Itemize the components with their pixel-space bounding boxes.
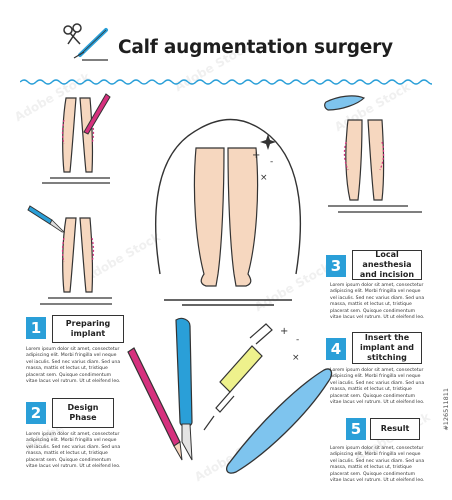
step-3-label: Local anesthesia and incision (352, 250, 422, 280)
step-4-number: 4 (326, 338, 346, 360)
step-2-description: Lorem ipsum dolor sit amet, consectetur … (26, 432, 121, 470)
legs-implant-illustration (324, 95, 422, 213)
step-2-number: 2 (26, 402, 46, 424)
stock-id: #126511811 (442, 388, 450, 431)
step-4-description: Lorem ipsum dolor sit amet, consectetur … (330, 368, 425, 406)
svg-text:×: × (292, 353, 300, 363)
step-3-number: 3 (326, 255, 346, 277)
svg-text:-: - (296, 335, 299, 345)
page-title: Calf augmentation surgery (118, 37, 393, 58)
svg-text:+: + (280, 326, 288, 337)
legs-marking-illustration (42, 93, 111, 184)
svg-text:+: + (252, 150, 260, 161)
step-1-label: Preparing implant (52, 315, 124, 343)
step-2-label: Design Phase (52, 398, 114, 428)
step-3-description: Lorem ipsum dolor sit amet, consectetur … (330, 283, 425, 321)
step-5-description: Lorem ipsum dolor sit amet, consectetur … (330, 446, 425, 484)
svg-text:×: × (260, 173, 268, 183)
tools-illustration: + - × (127, 317, 333, 474)
legs-incision-illustration (27, 205, 112, 305)
step-1-number: 1 (26, 317, 46, 339)
wave-divider (20, 79, 432, 85)
svg-text:-: - (270, 157, 273, 167)
surgical-tools-icon (63, 23, 108, 61)
step-1-description: Lorem ipsum dolor sit amet, consectetur … (26, 347, 121, 385)
step-5-label: Result (370, 418, 420, 440)
step-4-label: Insert the implant and stitching (352, 332, 422, 364)
step-5-number: 5 (346, 418, 366, 440)
legs-result-circle: + - × (155, 118, 302, 306)
